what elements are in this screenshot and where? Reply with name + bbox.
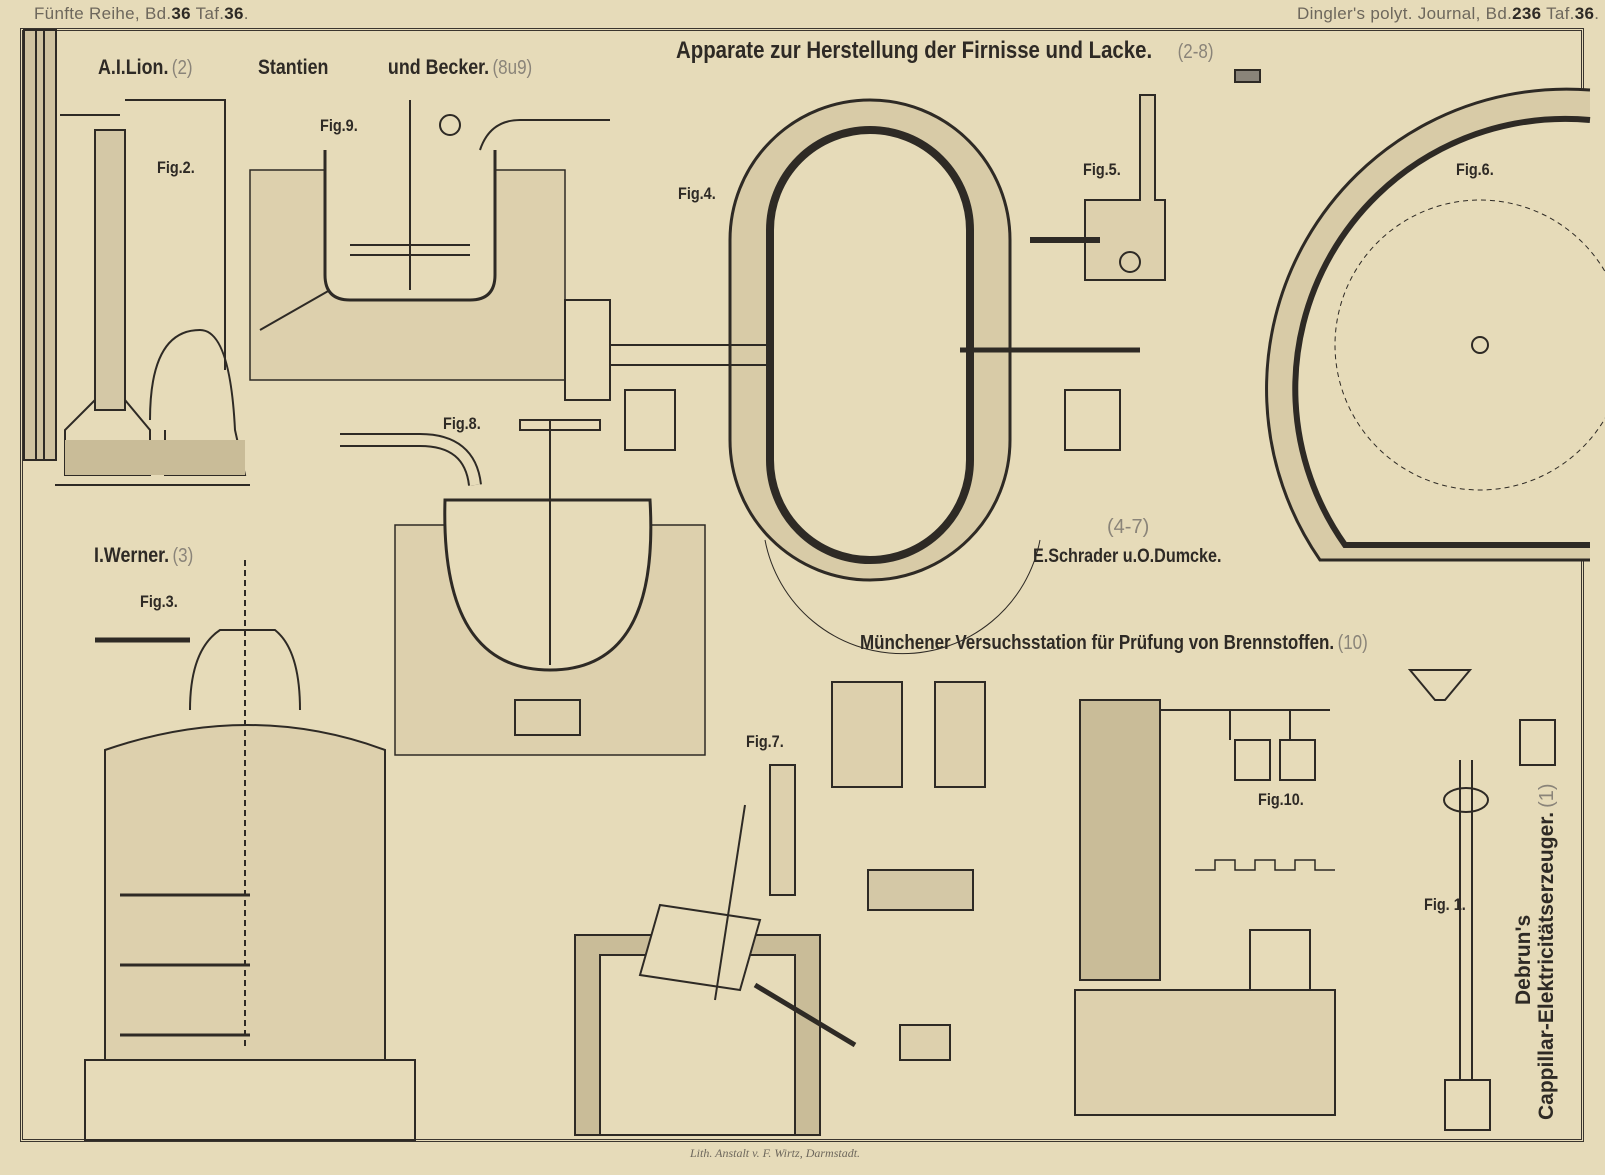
main-title: Apparate zur Herstellung der Firnisse un… (676, 37, 1214, 65)
fig7-label: Fig.7. (746, 732, 784, 751)
muenchen-figs: (10) (1337, 632, 1368, 654)
fig7-drawing (574, 764, 857, 1136)
fig8-drawing (340, 419, 706, 756)
main-title-figs: (2-8) (1177, 41, 1214, 63)
volume-number: 36 (171, 4, 191, 23)
fig8-label: Fig.8. (443, 414, 481, 433)
fig1-drawing (1407, 669, 1556, 1131)
werner-name: I.Werner. (94, 544, 170, 567)
main-title-text: Apparate zur Herstellung der Firnisse un… (676, 37, 1153, 64)
fig10-drawing (831, 681, 1336, 1116)
plate-frame (20, 28, 1584, 1142)
stantien-title: Stantien und Becker.(8u9) (258, 56, 532, 80)
muenchen-title: Münchener Versuchsstation für Prüfung vo… (860, 632, 1368, 655)
stantien-figs: (8u9) (492, 57, 533, 79)
plate-number: 36 (1574, 4, 1595, 23)
journal-label: Dingler's polyt. Journal, Bd. (1297, 4, 1513, 23)
period: . (243, 4, 249, 23)
fig6-label: Fig.6. (1456, 160, 1494, 179)
period: . (1594, 4, 1600, 23)
debrun-title-line1: Debrun's (1512, 914, 1535, 1005)
schrader-figs: (4-7) (1107, 516, 1150, 538)
fig3-drawing (84, 560, 416, 1141)
fig3-label: Fig.3. (140, 592, 178, 611)
fig2-drawing (55, 99, 250, 486)
plate-number: 36 (224, 4, 244, 23)
fig5-label: Fig.5. (1083, 160, 1121, 179)
fig6-drawing (1265, 87, 1605, 562)
plate-label: Taf. (1546, 4, 1575, 23)
stantien-name: Stantien (258, 56, 329, 79)
header-right: Dingler's polyt. Journal, Bd.236 Taf.36. (1297, 4, 1599, 24)
muenchen-name: Münchener Versuchsstation für Prüfung vo… (860, 632, 1335, 654)
fig4-label: Fig.4. (678, 184, 716, 203)
fig1-label: Fig. 1. (1424, 895, 1466, 914)
debrun-figs: (1) (1536, 783, 1558, 808)
lion-title: A.I.Lion.(2) (98, 56, 193, 80)
fig4-drawing (564, 98, 1140, 655)
plate-label: Taf. (195, 4, 225, 23)
fig10-label: Fig.10. (1258, 790, 1304, 809)
fig9-drawing (249, 100, 610, 381)
lion-name: A.I.Lion. (98, 56, 169, 79)
schrader-title: E.Schrader u.O.Dumcke. (1033, 546, 1222, 567)
werner-figs: (3) (172, 545, 194, 567)
fig9-label: Fig.9. (320, 116, 358, 135)
debrun-name: Cappillar-Elektricitätserzeuger. (1535, 811, 1558, 1120)
lion-figs: (2) (171, 57, 193, 79)
series-label: Fünfte Reihe, Bd. (34, 4, 172, 23)
fig5-drawing (1030, 69, 1261, 281)
debrun-title-line2: Cappillar-Elektricitätserzeuger. (1) (1535, 783, 1559, 1120)
wall-hatching (23, 29, 57, 461)
becker-name: und Becker. (387, 56, 490, 79)
header-left: Fünfte Reihe, Bd.36 Taf.36. (34, 4, 249, 24)
lithographer-credit: Lith. Anstalt v. F. Wirtz, Darmstadt. (690, 1146, 861, 1160)
fig2-label: Fig.2. (157, 158, 195, 177)
werner-title: I.Werner.(3) (94, 544, 193, 568)
volume-number: 236 (1512, 4, 1542, 23)
